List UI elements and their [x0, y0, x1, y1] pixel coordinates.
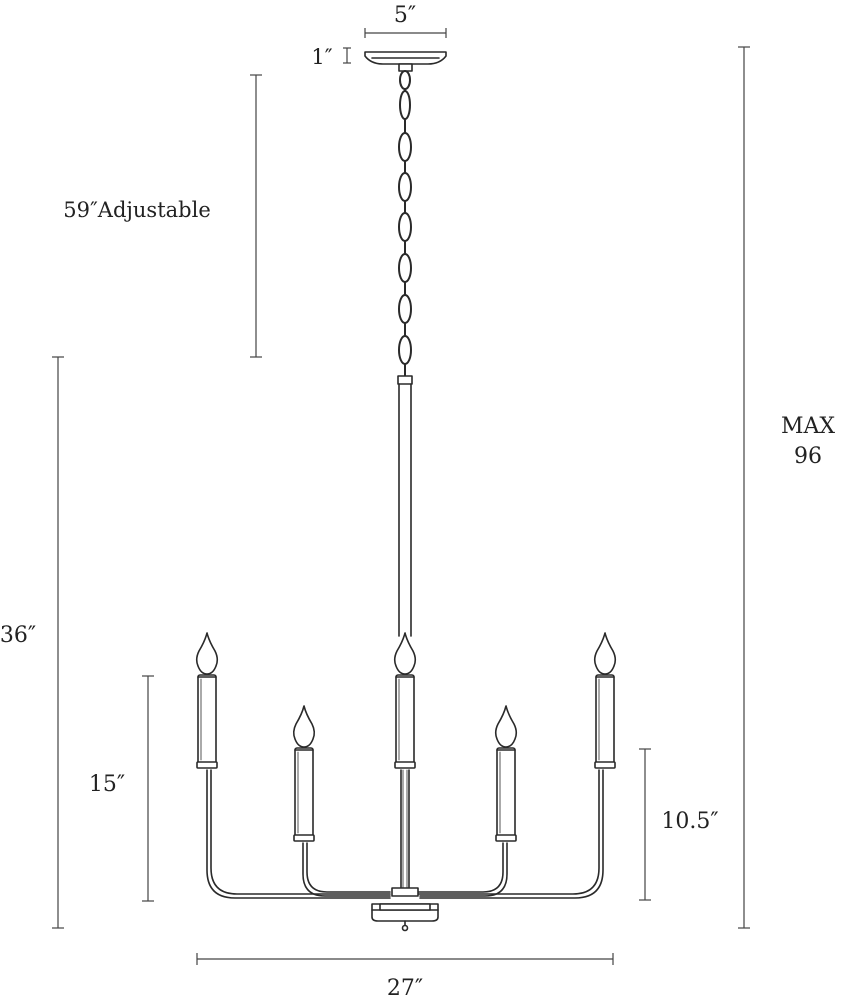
- max-height-label-line1: MAX: [781, 414, 835, 439]
- arm-height-label: 15″: [89, 772, 125, 797]
- chain-length-dimension: [250, 74, 262, 358]
- chain: [398, 70, 412, 377]
- ceiling-canopy: [364, 51, 447, 72]
- candle-outer-right: [593, 632, 617, 769]
- dimension-labels: 5″ 1″ 59″Adjustable 36″ 15″ 10.5″ 27″ MA…: [0, 3, 835, 1000]
- candle-outer-left: [195, 632, 219, 769]
- center-hub: [371, 887, 439, 932]
- canopy-width-dimension: [364, 28, 447, 38]
- max-height-label-line2: 96: [794, 444, 822, 469]
- inner-candle-height-dimension: [639, 748, 651, 901]
- inner-candle-height-label: 10.5″: [661, 809, 718, 834]
- candles: [195, 632, 617, 842]
- fixture-width-label: 27″: [387, 976, 423, 1000]
- candle-inner-right: [494, 705, 518, 842]
- arms: [206, 769, 604, 899]
- bulb-icon: [494, 705, 518, 748]
- fixture-height-dimension: [52, 356, 64, 929]
- fixture-height-label: 36″: [0, 623, 36, 648]
- chain-length-label: 59″Adjustable: [63, 198, 211, 222]
- fixture-width-dimension: [196, 953, 614, 965]
- bulb-icon: [195, 632, 219, 675]
- canopy-width-label: 5″: [394, 3, 416, 28]
- bulb-icon: [593, 632, 617, 675]
- canopy-height-label: 1″: [311, 45, 332, 69]
- canopy-height-dimension: [343, 47, 351, 64]
- center-stem: [397, 375, 413, 889]
- dimension-lines: [52, 28, 750, 965]
- max-height-dimension: [738, 46, 750, 929]
- candle-inner-left: [292, 705, 316, 842]
- arm-height-dimension: [142, 675, 154, 902]
- bulb-icon: [292, 705, 316, 748]
- bulb-icon: [393, 632, 417, 675]
- candle-center: [393, 632, 417, 769]
- chandelier-drawing: [195, 51, 617, 932]
